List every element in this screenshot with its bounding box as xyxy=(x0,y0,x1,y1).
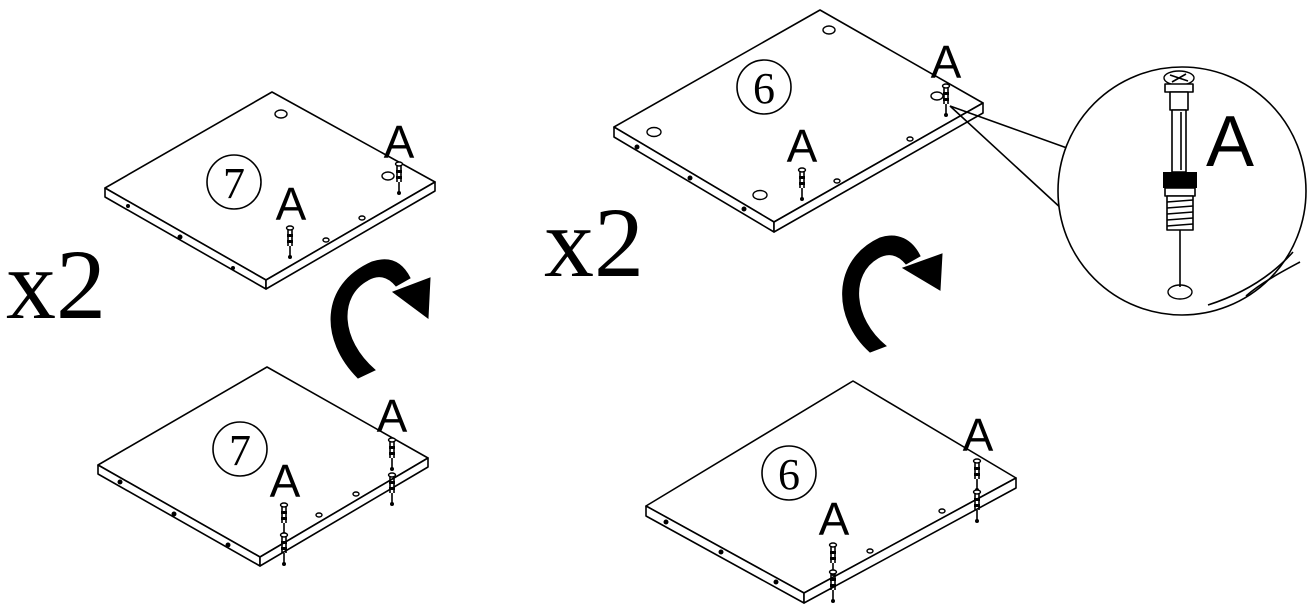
panel-6-bottom-number: 6 xyxy=(778,450,800,499)
detail-magnifier: A xyxy=(1057,66,1307,316)
callout-line xyxy=(949,105,1068,149)
panel-7-bottom: 7 A A xyxy=(97,366,429,567)
panel-7-top-number: 7 xyxy=(223,159,245,208)
multiplier-left: x2 xyxy=(6,229,106,340)
number-6-circle xyxy=(761,445,817,501)
fitting-label-a: A xyxy=(276,178,307,230)
fitting-label-a: A xyxy=(931,36,962,88)
fitting-label-a: A xyxy=(963,409,994,461)
fitting-label-a: A xyxy=(384,116,415,168)
number-7-circle xyxy=(212,421,268,477)
fitting-label-a: A xyxy=(787,120,818,172)
panel-7-top: 7 A A xyxy=(104,91,436,290)
panel-6-top-number: 6 xyxy=(753,64,775,113)
fitting-label-a: A xyxy=(270,455,301,507)
multiplier-right: x2 xyxy=(544,187,644,298)
fitting-label-a: A xyxy=(819,493,850,545)
detail-label-a: A xyxy=(1206,102,1254,182)
number-7-circle xyxy=(206,154,262,210)
panel-7-bottom-number: 7 xyxy=(229,426,251,475)
callout-line xyxy=(949,105,1064,211)
panel-6-bottom: 6 A A xyxy=(645,380,1017,604)
cam-bolt-detail-icon xyxy=(1163,70,1197,231)
fitting-label-a: A xyxy=(377,390,408,442)
number-6-circle xyxy=(736,59,792,115)
flip-arrow-icon xyxy=(330,259,431,379)
panel-6-top: 6 A A xyxy=(613,9,984,233)
flip-arrow-icon xyxy=(842,235,943,353)
